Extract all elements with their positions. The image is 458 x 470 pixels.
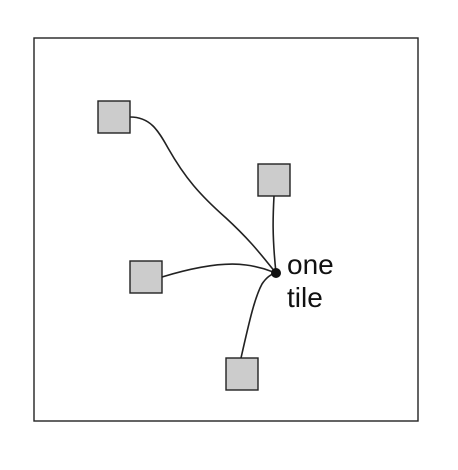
- hub-label-line-2: tile: [287, 282, 323, 313]
- edge-left-to-hub: [161, 263, 277, 278]
- square-top-right: [257, 163, 291, 197]
- square-top-left: [97, 100, 131, 134]
- edge-top-right-to-hub: [272, 195, 277, 274]
- hub-node: [271, 268, 281, 278]
- hub-label-line-1: one: [287, 249, 334, 280]
- square-left: [129, 260, 163, 294]
- hub-label: one tile: [287, 249, 342, 313]
- edge-top-left-to-hub: [129, 116, 277, 274]
- square-bottom: [225, 357, 259, 391]
